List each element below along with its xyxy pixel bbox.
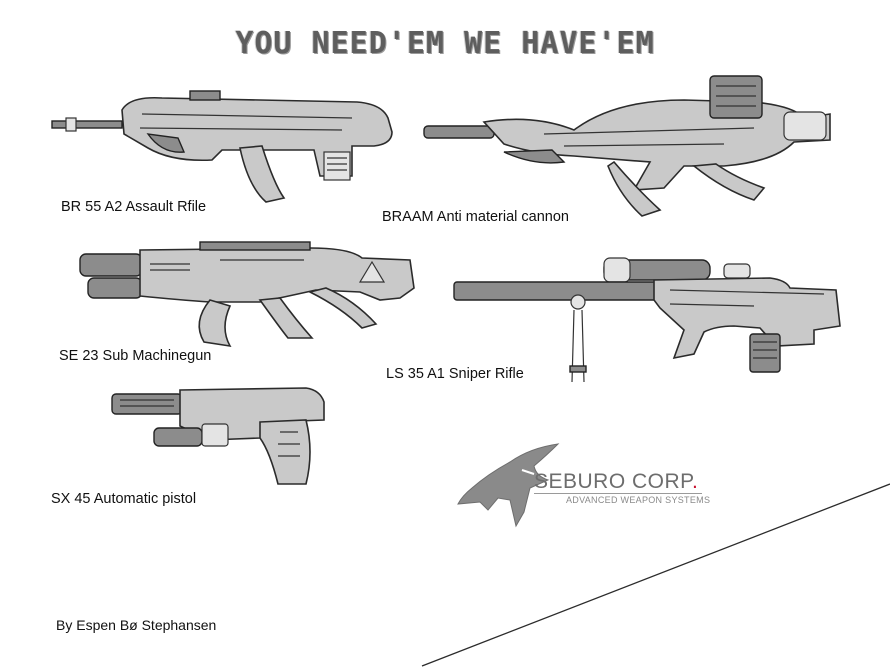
weapon-label-ls35: LS 35 A1 Sniper Rifle (386, 366, 524, 382)
corp-name-text: SEBURO CORP (534, 470, 692, 493)
weapon-label-braam: BRAAM Anti material cannon (382, 209, 569, 225)
automatic-pistol-icon (111, 387, 325, 485)
page-title: YOU NEED'EM WE HAVE'EM (235, 26, 655, 61)
sub-machinegun-icon (79, 241, 415, 348)
corp-subtitle: ADVANCED WEAPON SYSTEMS (566, 495, 711, 505)
weapon-label-se23: SE 23 Sub Machinegun (59, 348, 212, 364)
artist-credit: By Espen Bø Stephansen (56, 617, 217, 633)
weapon-label-br55: BR 55 A2 Assault Rfile (61, 199, 207, 215)
corp-name-dot: . (692, 470, 699, 493)
assault-rifle-icon (51, 90, 393, 203)
sniper-rifle-icon (453, 257, 841, 383)
corp-name: SEBURO CORP. (534, 470, 698, 494)
weapon-label-sx45: SX 45 Automatic pistol (51, 491, 197, 507)
wolf-head-logo-icon (457, 443, 560, 528)
corp-divider (534, 493, 702, 494)
anti-material-cannon-icon (423, 75, 831, 217)
